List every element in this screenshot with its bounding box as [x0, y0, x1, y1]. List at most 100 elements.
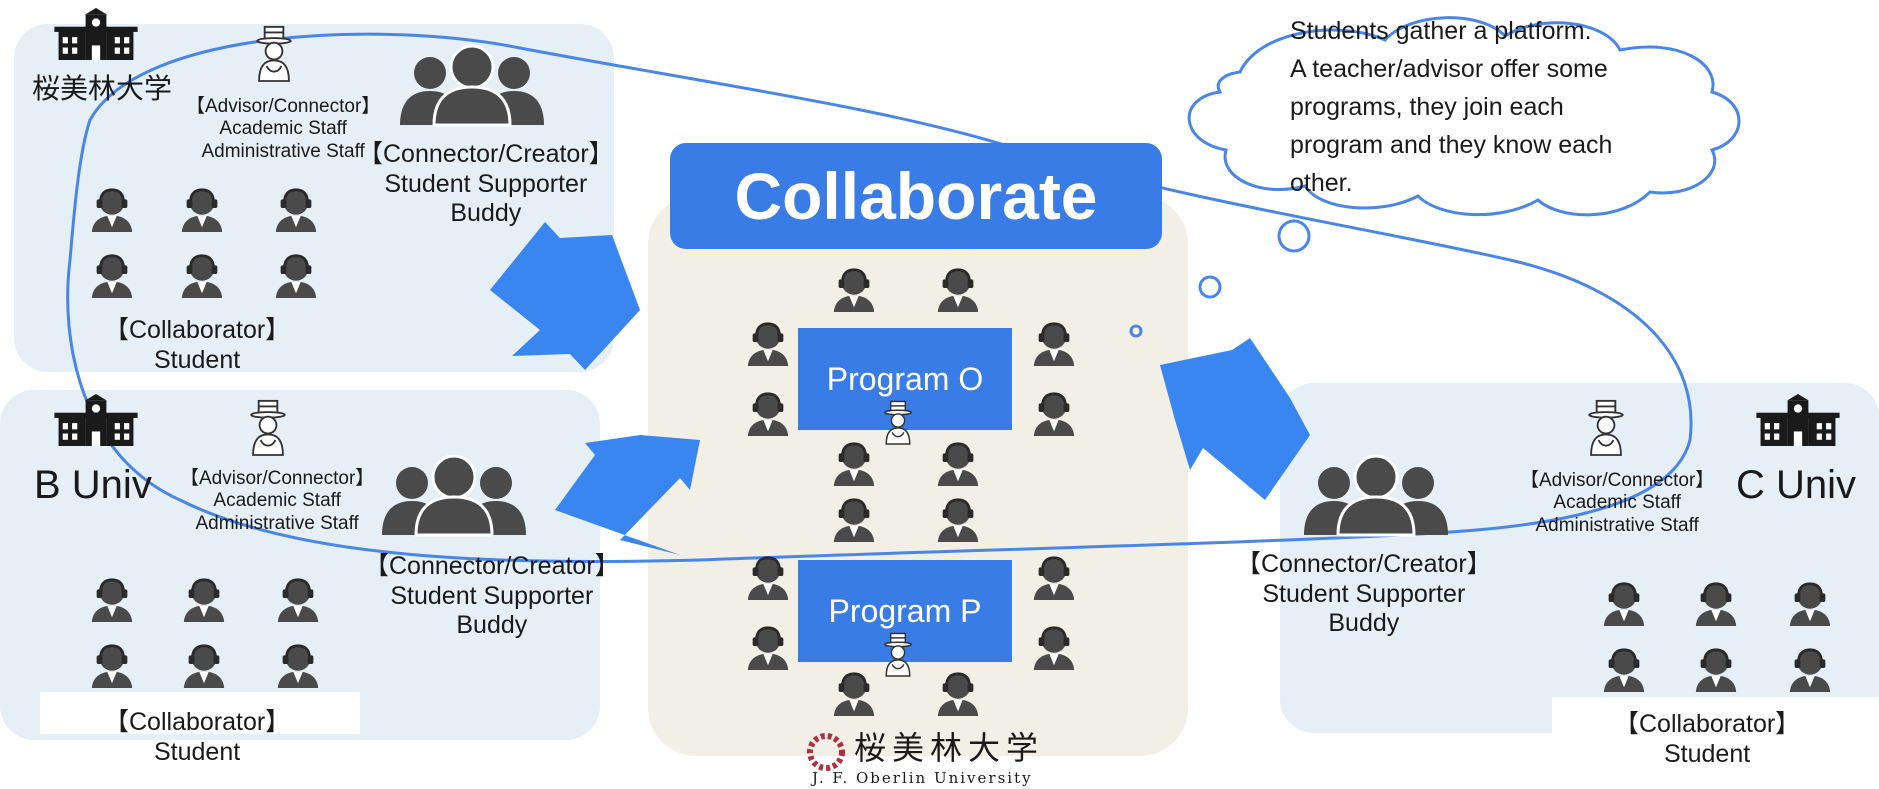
student-icon: [1030, 552, 1078, 600]
collaboration-platform-panel: [648, 196, 1188, 756]
student-icon: [744, 552, 792, 600]
student-icon: [274, 574, 322, 622]
arrow-a-to-center: [490, 222, 640, 370]
role-line: Buddy: [450, 199, 522, 227]
role-line: 【Advisor/Connector】: [180, 468, 375, 489]
advisor-icon: [876, 396, 920, 448]
student-icon: [744, 388, 792, 436]
univ-a-name: 桜美林大学: [32, 73, 173, 104]
student-icon: [934, 494, 982, 542]
role-line: Student Supporter: [1262, 579, 1466, 608]
role-line: Buddy: [456, 611, 528, 639]
student-icon: [830, 264, 878, 312]
group-icon: [392, 42, 552, 128]
student-icon: [178, 250, 226, 298]
student-icon: [744, 318, 792, 366]
univ-b-collaborator-label-bg: [40, 692, 360, 734]
role-line: Academic Staff: [1553, 492, 1681, 514]
role-line: 【Advisor/Connector】: [186, 96, 381, 117]
student-icon: [1600, 578, 1648, 626]
thought-cloud: [1187, 16, 1741, 217]
student-icon: [178, 184, 226, 232]
student-icon: [180, 574, 228, 622]
arrow-b-to-center: [555, 435, 700, 555]
thought-bubble-small: [1129, 324, 1143, 338]
role-line: Administrative Staff: [201, 140, 365, 162]
student-icon: [1692, 578, 1740, 626]
role-line: Academic Staff: [213, 490, 341, 512]
program-o-box: Program O: [798, 328, 1012, 430]
student-icon: [272, 250, 320, 298]
student-icon: [180, 640, 228, 688]
advisor-icon: [876, 628, 920, 680]
univ-a-advisor-label: 【Advisor/Connector】 Academic Staff Admin…: [186, 96, 380, 163]
univ-c-name: C Univ: [1736, 463, 1857, 507]
student-icon: [830, 668, 878, 716]
outline-loop: [66, 32, 1693, 563]
student-icon: [934, 438, 982, 486]
cloud-line: programs, they join each: [1290, 93, 1564, 121]
student-icon: [934, 668, 982, 716]
university-building-icon: [1756, 394, 1840, 446]
collaborate-banner: Collaborate: [670, 143, 1162, 249]
student-icon: [274, 640, 322, 688]
arrow-c-to-center: [1160, 338, 1310, 500]
advisor-icon: [1578, 398, 1634, 456]
student-icon: [88, 640, 136, 688]
role-line: Student: [154, 737, 241, 766]
student-icon: [1030, 318, 1078, 366]
univ-a-connector-label: 【Connector/Creator】 Student Supporter Bu…: [358, 140, 614, 229]
univ-b-collaborator-label: 【Collaborator】 Student: [104, 708, 290, 767]
group-icon: [374, 452, 534, 538]
role-line: Administrative Staff: [195, 512, 359, 534]
student-icon: [1030, 622, 1078, 670]
role-line: Administrative Staff: [1535, 514, 1699, 536]
role-line: 【Connector/Creator】: [1236, 550, 1492, 578]
univ-c-advisor-label: 【Advisor/Connector】 Academic Staff Admin…: [1520, 470, 1714, 537]
cloud-line: other.: [1290, 169, 1353, 197]
university-building-icon: [54, 394, 138, 446]
role-line: 【Collaborator】: [104, 316, 291, 344]
student-icon: [88, 250, 136, 298]
univ-c-collaborator-label-bg: [1552, 697, 1879, 737]
univ-c-collaborator-label: 【Collaborator】 Student: [1614, 710, 1800, 769]
advisor-icon: [240, 398, 296, 456]
student-icon: [1030, 388, 1078, 436]
student-icon: [1692, 644, 1740, 692]
student-icon: [88, 184, 136, 232]
advisor-icon: [246, 24, 302, 82]
student-icon: [830, 438, 878, 486]
univ-c-connector-label: 【Connector/Creator】 Student Supporter Bu…: [1236, 550, 1492, 639]
univ-b-advisor-label: 【Advisor/Connector】 Academic Staff Admin…: [180, 468, 374, 535]
cloud-text: Students gather a platform. A teacher/ad…: [1290, 12, 1612, 202]
cloud-line: A teacher/advisor offer some: [1290, 55, 1608, 83]
student-icon: [934, 264, 982, 312]
role-line: Student Supporter: [384, 169, 588, 198]
cloud-line: Students gather a platform.: [1290, 17, 1592, 45]
role-line: 【Collaborator】: [104, 708, 291, 736]
role-line: 【Connector/Creator】: [358, 140, 614, 168]
role-line: 【Collaborator】: [1614, 710, 1801, 738]
student-icon: [1600, 644, 1648, 692]
role-line: Student Supporter: [390, 581, 594, 610]
student-icon: [1786, 578, 1834, 626]
role-line: 【Connector/Creator】: [364, 552, 620, 580]
role-line: Academic Staff: [219, 118, 347, 140]
student-icon: [272, 184, 320, 232]
student-icon: [88, 574, 136, 622]
role-line: Student: [1664, 739, 1751, 768]
univ-b-name: B Univ: [34, 463, 152, 507]
univ-a-collaborator-label: 【Collaborator】 Student: [104, 316, 290, 375]
oberlin-emblem-icon: [807, 733, 845, 771]
oberlin-logo-en: J. F. Oberlin University: [812, 769, 1033, 787]
university-building-icon: [54, 8, 138, 60]
oberlin-logo: 桜美林大学 J. F. Oberlin University: [802, 729, 1082, 788]
univ-b-connector-label: 【Connector/Creator】 Student Supporter Bu…: [364, 552, 620, 641]
cloud-line: program and they know each: [1290, 131, 1613, 159]
thought-bubble-medium: [1198, 275, 1222, 299]
group-icon: [1296, 452, 1456, 538]
role-line: Buddy: [1328, 609, 1400, 637]
role-line: Student: [154, 345, 241, 374]
role-line: 【Advisor/Connector】: [1520, 470, 1715, 491]
